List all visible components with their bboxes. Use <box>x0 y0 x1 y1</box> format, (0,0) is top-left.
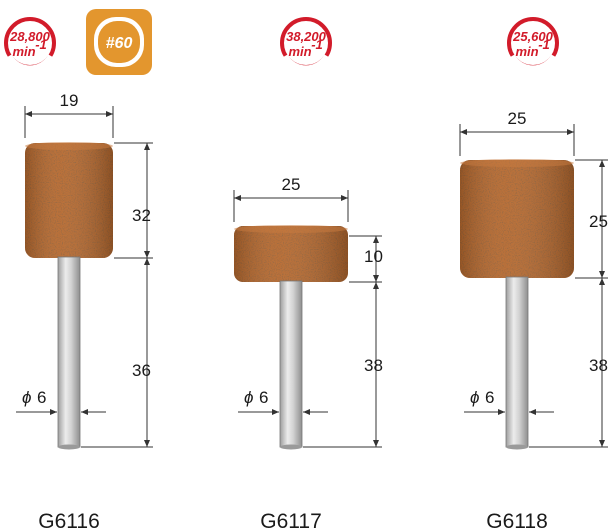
shank-end <box>506 444 528 450</box>
product-g6116: 28,800 min -1 #60 19 <box>4 9 153 531</box>
speed-badge: 28,800 min -1 <box>4 17 56 72</box>
width-dimension <box>233 190 349 222</box>
width-dimension <box>459 124 575 156</box>
abrasive-head <box>234 225 348 282</box>
shank <box>57 256 81 448</box>
speed-exponent: -1 <box>35 37 47 52</box>
speed-unit: min <box>288 44 311 59</box>
diameter-value: 6 <box>259 388 268 407</box>
diameter-value: 6 <box>485 388 494 407</box>
length-dimensions <box>81 142 153 448</box>
grit-badge: #60 <box>86 9 152 75</box>
length-dimensions <box>303 235 382 448</box>
width-value: 25 <box>282 175 301 194</box>
shank-end <box>58 444 80 450</box>
abrasive-head <box>460 159 574 278</box>
width-value: 19 <box>60 91 79 110</box>
speed-value: 38,200 <box>286 29 327 44</box>
shank <box>279 280 303 448</box>
head-length-value: 25 <box>589 212 608 231</box>
width-dimension <box>24 106 114 138</box>
shank <box>505 276 529 448</box>
speed-value: 28,800 <box>9 29 51 44</box>
model-number: G6118 <box>486 510 548 531</box>
diameter-dimension <box>464 409 554 415</box>
model-number: G6116 <box>38 510 100 531</box>
diameter-symbol: ϕ <box>470 388 479 407</box>
abrasive-head <box>25 142 113 258</box>
speed-value: 25,600 <box>512 29 554 44</box>
diameter-dimension <box>16 409 106 415</box>
speed-badge: 38,200 min -1 <box>280 17 332 72</box>
speed-badge: 25,600 min -1 <box>507 17 559 72</box>
diameter-value: 6 <box>37 388 46 407</box>
shank-end <box>280 444 302 450</box>
diameter-symbol: ϕ <box>22 388 31 407</box>
product-g6118: 25,600 min -1 25 25 38 <box>459 17 608 531</box>
shank-length-value: 38 <box>364 356 383 375</box>
diameter-dimension <box>238 409 328 415</box>
head-length-value: 10 <box>364 247 383 266</box>
grit-label: #60 <box>106 35 133 52</box>
speed-exponent: -1 <box>538 37 550 52</box>
length-dimensions <box>529 159 608 448</box>
speed-unit: min <box>515 44 538 59</box>
diameter-symbol: ϕ <box>244 388 253 407</box>
speed-unit: min <box>12 44 35 59</box>
speed-exponent: -1 <box>311 37 323 52</box>
width-value: 25 <box>508 109 527 128</box>
model-number: G6117 <box>260 510 322 531</box>
shank-length-value: 36 <box>132 361 151 380</box>
product-g6117: 38,200 min -1 25 10 38 <box>233 17 383 531</box>
shank-length-value: 38 <box>589 356 608 375</box>
head-length-value: 32 <box>132 206 151 225</box>
